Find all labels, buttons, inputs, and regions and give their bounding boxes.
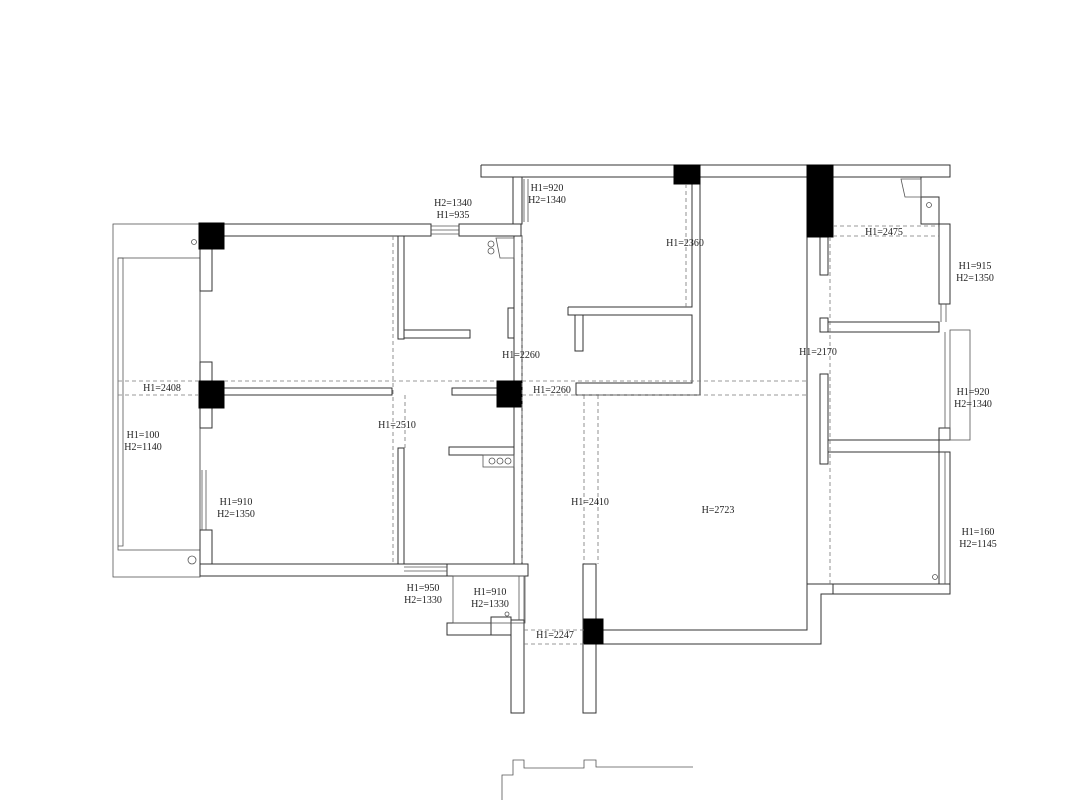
label-beam-2360: H1=2360: [666, 238, 704, 249]
label-beam-2247: H1=2247: [536, 630, 574, 641]
label-beam-2260-lower: H1=2260: [533, 385, 571, 396]
label-beam-2408: H1=2408: [143, 383, 181, 394]
site-outline: [501, 759, 693, 800]
label-beam-2475: H1=2475: [865, 227, 903, 238]
label-beam-2410: H1=2410: [571, 497, 609, 508]
beam-lines: [118, 184, 939, 645]
left-balcony: [112, 223, 201, 578]
label-beam-2170: H1=2170: [799, 347, 837, 358]
walls: [199, 164, 951, 714]
label-ceiling-2723: H=2723: [702, 505, 735, 516]
label-beam-2260-upper: H1=2260: [502, 350, 540, 361]
label-beam-2510: H1=2510: [378, 420, 416, 431]
fixtures: [187, 178, 938, 617]
columns: [198, 164, 834, 645]
windows: [201, 179, 971, 624]
